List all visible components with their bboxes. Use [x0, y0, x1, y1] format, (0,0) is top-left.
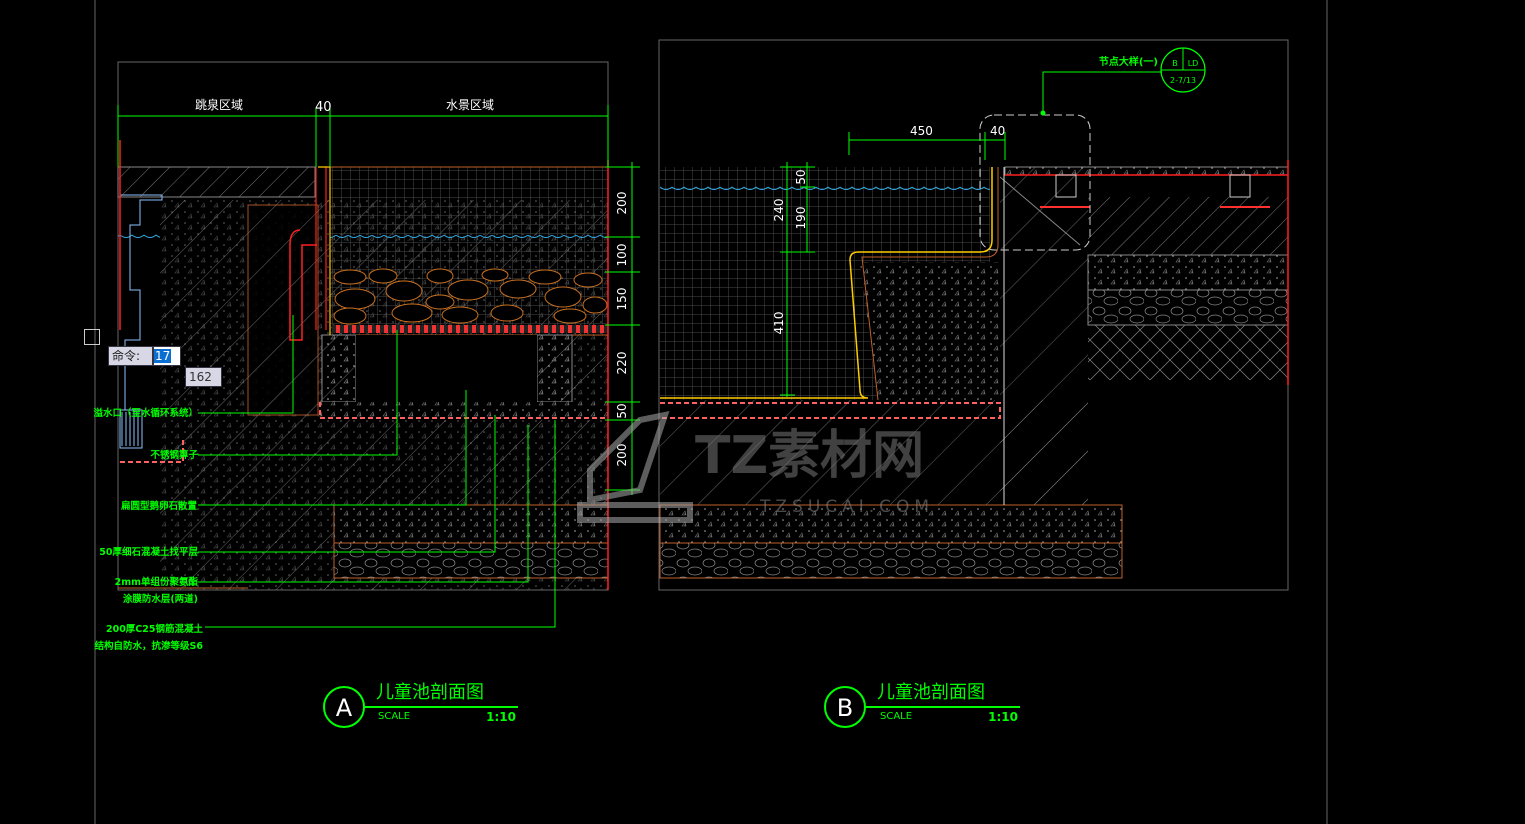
- watermark-url: TZSUCAI.COM: [759, 497, 934, 517]
- detail-ref-top-left: B: [1172, 59, 1178, 68]
- detail-callout-label: 节点大样(一): [1099, 55, 1158, 68]
- section-drawing-b: [658, 39, 1289, 591]
- detail-ref-sheet: 2-7/13: [1170, 76, 1196, 85]
- title-block-a: A 儿童池剖面图 SCALE 1:10: [323, 682, 518, 728]
- command-input-value: 17: [154, 349, 172, 363]
- drawing-title: 儿童池剖面图: [376, 682, 484, 703]
- title-block-b: B 儿童池剖面图 SCALE 1:10: [824, 682, 1020, 728]
- scale-value: 1:10: [486, 710, 516, 724]
- dim-label: 410: [772, 312, 786, 335]
- title-letter: A: [336, 694, 353, 722]
- drawing-title: 儿童池剖面图: [877, 682, 985, 703]
- scale-label: SCALE: [880, 711, 912, 722]
- callout-impermeability: 结构自防水，抗渗等级S6: [94, 640, 204, 652]
- dim-label: 200: [615, 192, 629, 215]
- zone-label-waterscape: 水景区域: [446, 98, 494, 112]
- callout-waterproof: 涂膜防水层(两道): [123, 593, 198, 605]
- dim-label: 40: [315, 100, 332, 115]
- command-prompt-label: 命令:: [108, 346, 153, 366]
- dim-label: 40: [990, 124, 1005, 138]
- dim-label: 190: [794, 207, 808, 230]
- dim-label: 450: [910, 124, 933, 138]
- dim-label: 150: [615, 288, 629, 311]
- dim-label: 50: [615, 403, 629, 418]
- callout-overflow: 溢水口（至水循环系统）: [93, 407, 198, 419]
- callout-pebbles: 扁圆型鹅卵石散置: [120, 500, 198, 512]
- watermark: TZ素材网 TZSUCAI.COM: [577, 411, 934, 523]
- watermark-text: TZ素材网: [695, 426, 924, 486]
- dim-label: 220: [615, 352, 629, 375]
- section-drawing-a: [117, 61, 640, 628]
- command-input[interactable]: 17: [153, 346, 181, 366]
- scale-value: 1:10: [988, 710, 1018, 724]
- callout-leveling: 50厚细石混凝土找平层: [99, 546, 198, 558]
- title-letter: B: [837, 694, 853, 722]
- callout-polyurethane: 2mm单组份聚氨酯: [115, 576, 199, 588]
- crosshair-pickbox: [84, 329, 100, 345]
- dim-label: 240: [772, 199, 786, 222]
- scale-label: SCALE: [378, 711, 410, 722]
- callout-grate: 不锈钢箅子: [150, 449, 198, 461]
- detail-ref-top-right: LD: [1188, 59, 1199, 68]
- dim-label: 200: [615, 444, 629, 467]
- dim-label: 100: [615, 244, 629, 267]
- zone-label-jump-fountain: 跳泉区域: [195, 98, 243, 112]
- dim-label: 50: [794, 169, 808, 184]
- callout-concrete: 200厚C25钢筋混凝土: [106, 623, 204, 635]
- dynamic-distance-readout: 162: [185, 367, 222, 387]
